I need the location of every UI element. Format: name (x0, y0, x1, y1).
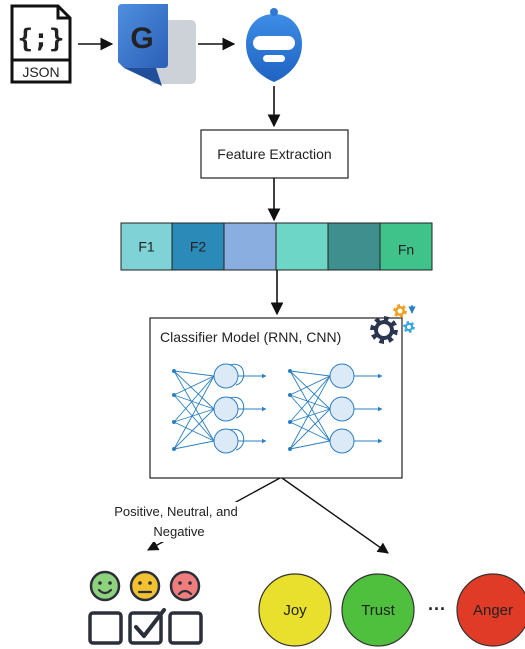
feature-cell-label: Fn (398, 242, 414, 258)
feature-cell (275, 222, 329, 271)
google-letter: G (130, 22, 153, 55)
checkbox-empty-icon (88, 611, 123, 645)
emotion-circles: Joy Trust Anger (258, 573, 525, 647)
emotion-circle: Trust (341, 573, 415, 647)
json-file-icon: {;} JSON (10, 4, 72, 84)
positive-face-icon (89, 570, 121, 602)
feature-cell (223, 222, 277, 271)
emotion-label: Anger (473, 602, 513, 619)
feature-cell (327, 222, 381, 271)
gear-icon (370, 304, 416, 344)
sentiment-label-line1: Positive, Neutral, and (114, 504, 238, 519)
feature-cell: F2 (171, 222, 225, 271)
cnn-network-illustration (288, 363, 383, 454)
emotion-label: Joy (283, 602, 307, 619)
emotion-label: Trust (361, 602, 395, 619)
negative-face-icon (169, 570, 201, 602)
sentiment-faces (89, 570, 201, 602)
checkbox-checked-icon (128, 608, 166, 645)
emotion-circle: Joy (258, 573, 332, 647)
checkbox-row (88, 608, 203, 645)
classifier-model-box: Classifier Model (RNN, CNN) (149, 317, 403, 479)
arrow-to-emotions (281, 477, 389, 554)
feature-cell-label: F1 (138, 239, 155, 255)
google-translate-icon: G (118, 4, 196, 86)
json-braces-text: {;} (18, 24, 65, 54)
feature-cell-label: F2 (190, 239, 207, 255)
sentiment-output-label: Positive, Neutral, and Negative (96, 502, 260, 542)
feature-vector: F1 F2 Fn (120, 222, 433, 271)
classifier-title: Classifier Model (RNN, CNN) (160, 329, 341, 345)
feature-extraction-box: Feature Extraction (200, 129, 349, 179)
emotion-ellipsis: ··· (428, 599, 446, 619)
neutral-face-icon (129, 570, 161, 602)
rnn-network-illustration (172, 363, 267, 454)
sentiment-label-line2: Negative (153, 524, 204, 539)
json-label-text: JSON (22, 64, 59, 80)
feature-cell: Fn (379, 222, 433, 271)
bot-icon (246, 8, 302, 82)
checkbox-empty-icon-2 (168, 611, 203, 645)
feature-extraction-label: Feature Extraction (217, 146, 331, 162)
feature-cell: F1 (120, 222, 173, 271)
emotion-circle: Anger (456, 573, 525, 647)
